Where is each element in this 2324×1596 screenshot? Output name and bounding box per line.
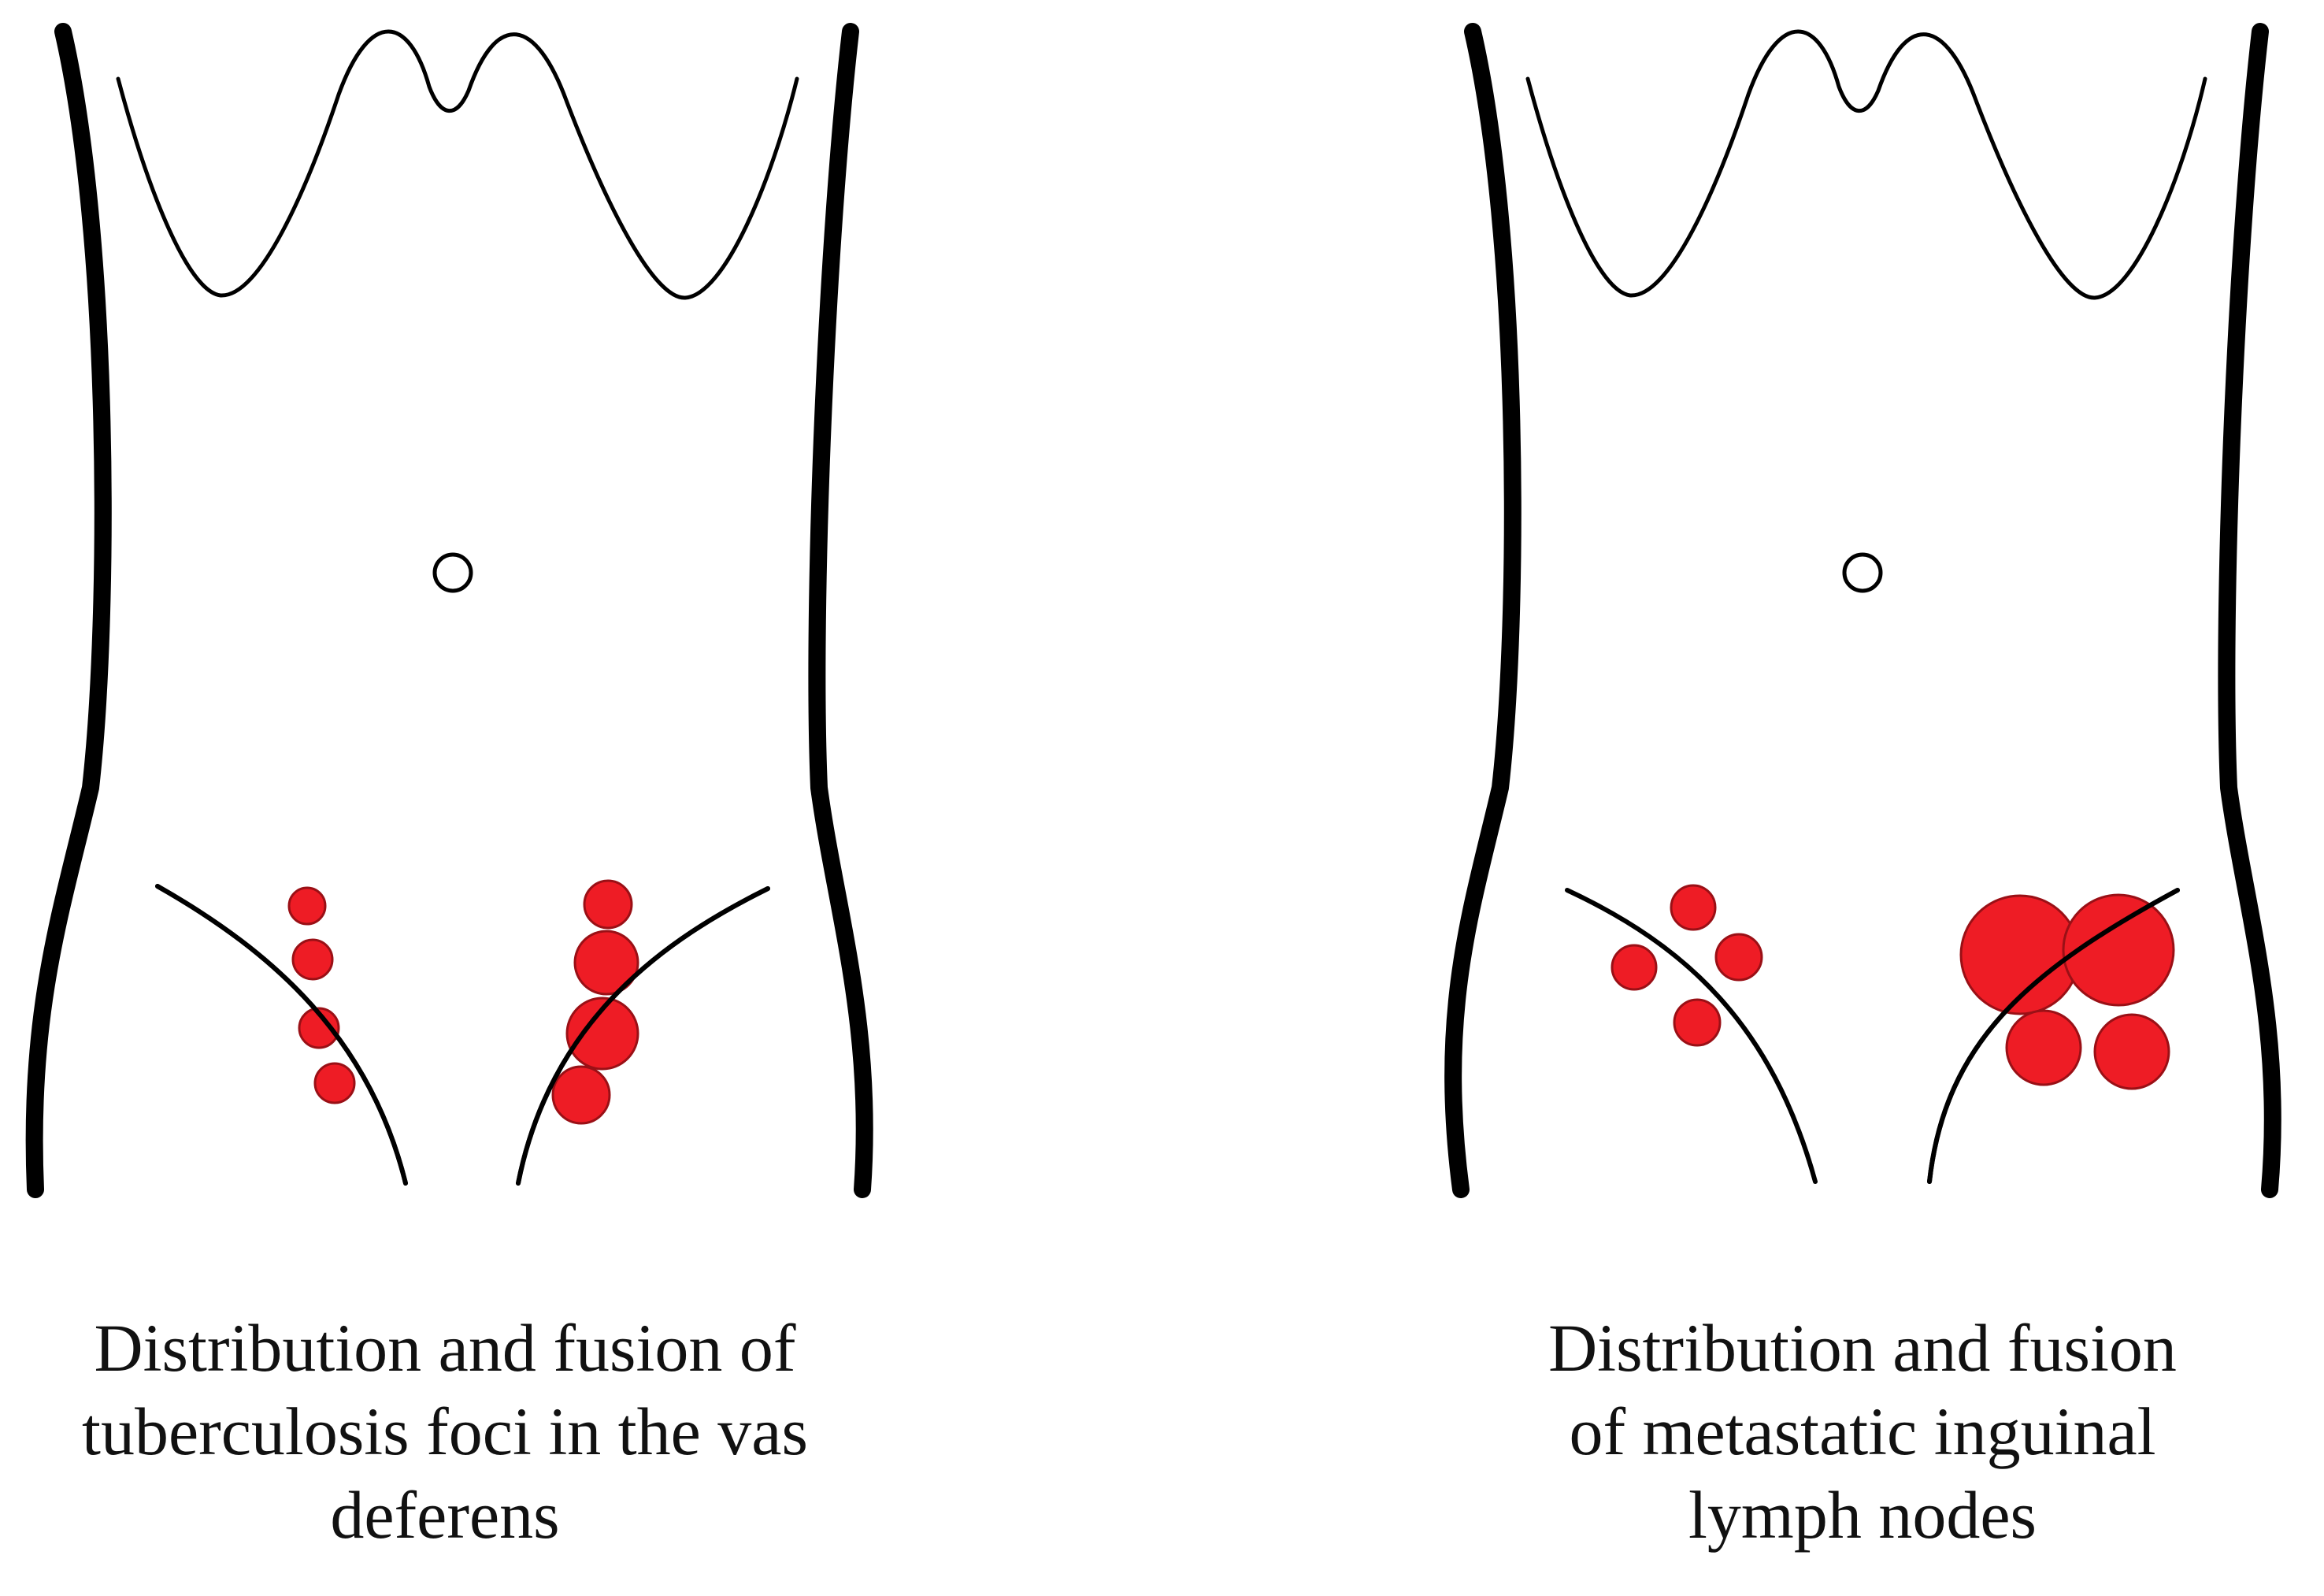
left-torso-groin-left-overlay [155,884,408,1186]
left-torso-right-side [808,23,873,1198]
tuberculosis-focus [298,1007,340,1049]
caption-left-line-2: tuberculosis foci in the vas [82,1394,808,1469]
tuberculosis-focus [313,1062,356,1104]
left-torso-navel [432,552,473,593]
caption-right-line-3: lymph nodes [1688,1477,2037,1553]
right-torso-chest-line [1525,29,2207,300]
left-torso-chest-line [116,29,799,300]
tuberculosis-focus [287,886,327,926]
caption-left: Distribution and fusion of tuberculosis … [0,1306,890,1557]
left-torso [25,23,873,1198]
tuberculosis-focus [573,930,639,996]
right-torso-navel [1842,552,1883,593]
left-torso-groin-right-overlay [516,886,770,1186]
right-groin-overlay [1927,888,2180,1184]
lymph-node [2005,1009,2082,1086]
tuberculosis-focus [565,997,639,1071]
right-torso-left-side [1444,23,1522,1198]
left-torso-groin-right [516,886,770,1186]
caption-right: Distribution and fusion of metastatic in… [1410,1306,2315,1557]
lymph-node [1670,884,1717,931]
right-torso-groin-left [1565,888,1818,1184]
lymph-node [1673,998,1722,1047]
caption-left-line-1: Distribution and fusion of [94,1310,796,1386]
lymph-node [2062,893,2175,1007]
lymph-node [1714,933,1763,982]
left-torso-groin-left [155,884,408,1186]
right-lesions [1610,884,2175,1090]
right-torso [1444,23,2281,1198]
tuberculosis-focus [583,879,633,930]
caption-right-line-1: Distribution and fusion [1548,1310,2177,1386]
caption-left-line-3: deferens [330,1477,560,1553]
right-torso-right-side [2218,23,2281,1198]
right-torso-groin-right-overlay [1927,888,2180,1184]
left-lesions [287,879,639,1125]
tuberculosis-focus [291,938,334,981]
tuberculosis-focus [551,1065,611,1125]
left-groin-overlay [155,884,770,1186]
lymph-node [2093,1013,2170,1090]
caption-right-line-2: of metastatic inguinal [1569,1394,2156,1469]
lymph-node [1610,944,1658,991]
left-torso-left-side [25,23,112,1198]
